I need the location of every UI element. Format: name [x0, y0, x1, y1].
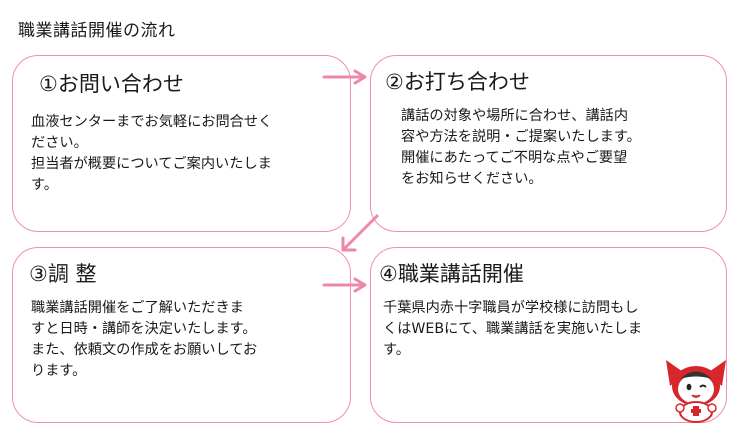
step-1-line: ださい。 [31, 135, 88, 151]
step-4-line: 千葉県内赤十字職員が学校様に訪問もし [383, 300, 639, 316]
step-3-title: ③調 整 [29, 262, 97, 286]
step-4-box: ④職業講話開催 千葉県内赤十字職員が学校様に訪問もし くはWEBにて、職業講話を… [370, 247, 727, 423]
arrow-step2-to-step3 [341, 214, 379, 252]
arrow-step3-to-step4 [322, 277, 367, 293]
mascot-character-icon [666, 360, 726, 423]
step-1-box: ①お問い合わせ 血液センターまでお気軽にお問合せく ださい。 担当者が概要につい… [12, 55, 351, 232]
step-3-line: すと日時・講師を決定いたします。 [31, 321, 257, 337]
step-3-line: ります。 [31, 363, 87, 379]
step-3-line: 職業講話開催をご了解いただきま [31, 300, 244, 316]
step-4-line: くはWEBにて、職業講話を実施いたしま [383, 321, 643, 337]
step-2-body: 講話の対象や場所に合わせ、講話内 容や方法を説明・ご提案いたします。 開催にあた… [401, 106, 706, 190]
step-4-body: 千葉県内赤十字職員が学校様に訪問もし くはWEBにて、職業講話を実施いたしま す… [383, 298, 718, 361]
arrow-step1-to-step2 [322, 69, 367, 85]
step-3-line: また、依頼文の作成をお願いしてお [31, 342, 258, 358]
step-1-line: 血液センターまでお気軽にお問合せく [31, 114, 273, 130]
step-1-title: ①お問い合わせ [39, 72, 184, 96]
page-title: 職業講話開催の流れ [18, 21, 176, 41]
step-2-line: 開催にあたってご不明な点やご要望 [401, 150, 628, 166]
step-2-title: ②お打ち合わせ [385, 70, 530, 94]
step-2-line: 講話の対象や場所に合わせ、講話内 [401, 108, 629, 124]
step-2-line: 容や方法を説明・ご提案いたします。 [401, 129, 641, 145]
step-1-line: す。 [31, 177, 58, 193]
step-4-title: ④職業講話開催 [379, 262, 524, 286]
step-2-line: をお知らせください。 [401, 171, 543, 187]
step-1-line: 担当者が概要についてご案内いたしま [31, 156, 272, 172]
step-4-line: す。 [383, 342, 410, 358]
step-3-body: 職業講話開催をご了解いただきま すと日時・講師を決定いたします。 また、依頼文の… [31, 298, 336, 382]
step-3-box: ③調 整 職業講話開催をご了解いただきま すと日時・講師を決定いたします。 また… [12, 247, 351, 423]
step-2-box: ②お打ち合わせ 講話の対象や場所に合わせ、講話内 容や方法を説明・ご提案いたしま… [370, 55, 727, 232]
step-1-body: 血液センターまでお気軽にお問合せく ださい。 担当者が概要についてご案内いたしま… [31, 112, 341, 196]
